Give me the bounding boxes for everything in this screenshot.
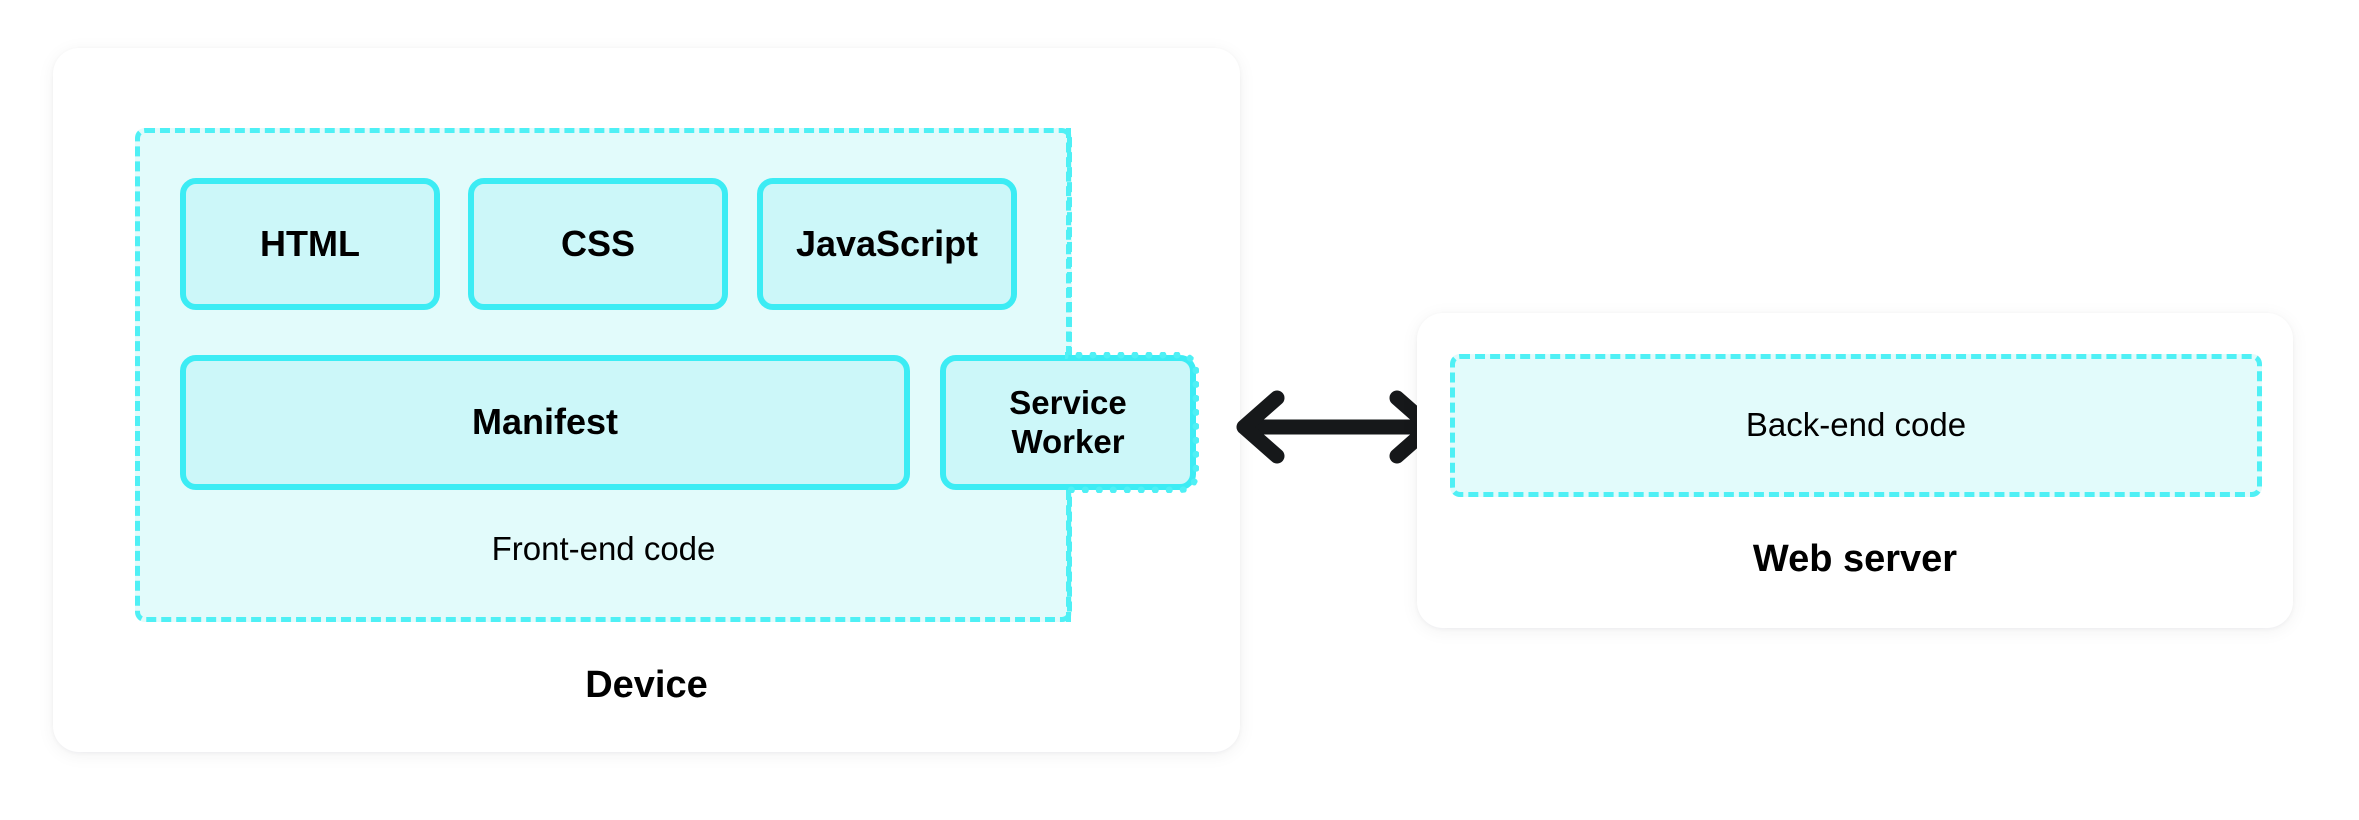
component-box-javascript[interactable]: JavaScript bbox=[757, 178, 1017, 310]
backend-code-label: Back-end code bbox=[1745, 406, 1967, 443]
component-label-service-worker-line2: Worker bbox=[1011, 422, 1125, 460]
webserver-label: Web server bbox=[1752, 538, 1958, 580]
component-label-manifest: Manifest bbox=[471, 401, 619, 443]
webserver-card: Back-end code Web server bbox=[1417, 313, 2293, 628]
component-box-service-worker[interactable]: Service Worker bbox=[940, 355, 1196, 490]
frontend-zone-right-edge-top bbox=[1066, 128, 1071, 356]
backend-code-zone bbox=[1450, 354, 2262, 497]
component-box-css[interactable]: CSS bbox=[468, 178, 728, 310]
component-label-service-worker-line1: Service bbox=[1009, 383, 1127, 421]
component-box-html[interactable]: HTML bbox=[180, 178, 440, 310]
component-label-css: CSS bbox=[560, 222, 636, 264]
component-label-javascript: JavaScript bbox=[795, 222, 979, 264]
frontend-code-label: Front-end code bbox=[491, 530, 716, 567]
component-box-manifest[interactable]: Manifest bbox=[180, 355, 910, 490]
device-label: Device bbox=[585, 664, 708, 706]
component-label-html: HTML bbox=[260, 222, 360, 264]
frontend-zone-right-edge-bottom bbox=[1066, 490, 1071, 622]
device-card: HTML CSS JavaScript Manifest Service Wor… bbox=[53, 48, 1240, 752]
